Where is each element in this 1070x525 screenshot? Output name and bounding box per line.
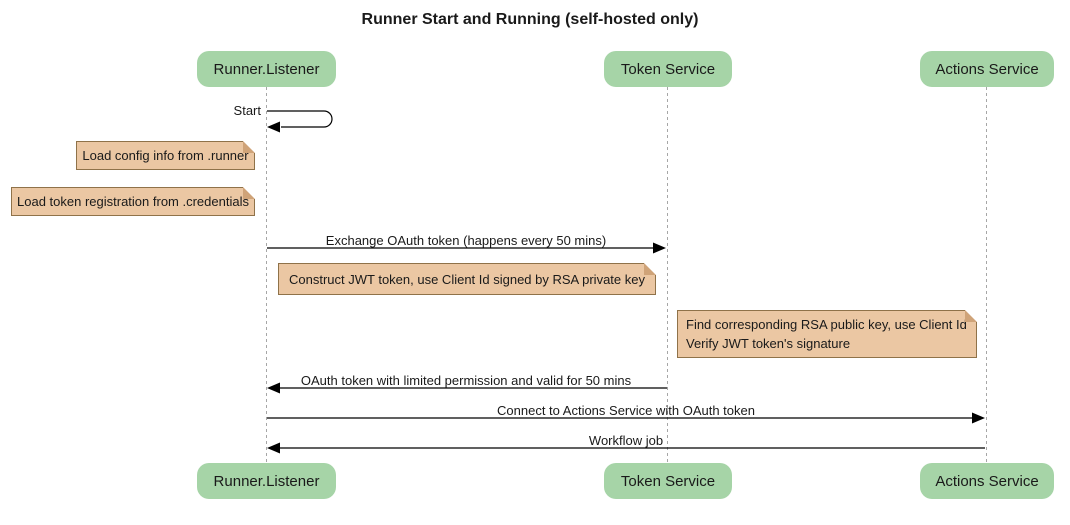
diagram-title: Runner Start and Running (self-hosted on… xyxy=(361,11,699,28)
note-verify-jwt: Find corresponding RSA public key, use C… xyxy=(677,310,977,358)
message-oauth-return-arrowhead xyxy=(267,382,280,394)
participant-runner-listener-top: Runner.Listener xyxy=(197,51,336,87)
message-connect-arrowhead xyxy=(972,412,985,424)
participant-token-service-bottom: Token Service xyxy=(604,463,732,499)
note-verify-jwt-line1: Find corresponding RSA public key, use C… xyxy=(686,317,967,332)
note-load-credentials: Load token registration from .credential… xyxy=(11,187,255,216)
participant-token-service-top: Token Service xyxy=(604,51,732,87)
note-construct-jwt: Construct JWT token, use Client Id signe… xyxy=(278,263,656,295)
self-message-start-arrowhead xyxy=(267,121,280,133)
participant-runner-listener-bottom: Runner.Listener xyxy=(197,463,336,499)
participant-actions-service-bottom: Actions Service xyxy=(920,463,1054,499)
note-verify-jwt-line2: Verify JWT token's signature xyxy=(686,336,851,351)
message-workflow-arrowhead xyxy=(267,442,280,454)
message-label-connect: Connect to Actions Service with OAuth to… xyxy=(497,403,755,418)
message-label-start: Start xyxy=(233,103,261,118)
self-message-start-line xyxy=(267,110,333,128)
message-label-workflow: Workflow job xyxy=(588,433,664,448)
message-exchange-arrowhead xyxy=(653,242,666,254)
participant-actions-service-top: Actions Service xyxy=(920,51,1054,87)
message-label-oauth-return: OAuth token with limited permission and … xyxy=(300,373,632,388)
message-label-exchange: Exchange OAuth token (happens every 50 m… xyxy=(325,233,607,248)
note-load-config: Load config info from .runner xyxy=(76,141,255,170)
